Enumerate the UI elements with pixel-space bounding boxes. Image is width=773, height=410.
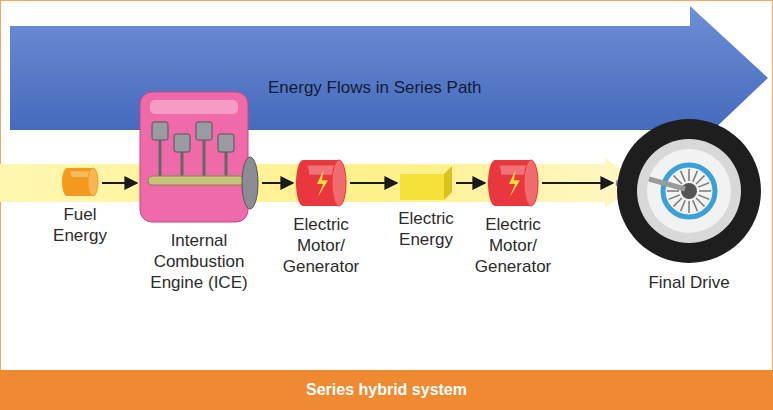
cylinder-end [332,160,346,206]
cylinder-end [62,168,72,196]
figure-caption: Series hybrid system [306,381,467,399]
flow-arrow [102,182,137,184]
box-side [444,166,452,200]
gear-tooth [696,175,704,183]
gear-tooth [673,175,681,183]
flow-arrow [350,182,397,184]
gear-tooth [681,171,686,182]
lightning-symbol [317,170,328,197]
gear-tooth [669,195,680,200]
piston [152,122,168,140]
rim [637,139,741,243]
flow-arrow [542,182,613,184]
gear-tooth [693,200,698,211]
engine-head [150,100,238,114]
band-title: Energy Flows in Series Path [268,78,482,98]
box-front [400,174,444,200]
cylinder-end [488,160,502,206]
cylinder-end [88,168,98,196]
connecting-rod [159,140,162,180]
gear-tooth [667,190,679,192]
fuel-tank: Fuel Energy [62,168,98,196]
rim-inner [647,149,731,233]
component-label: Electric Motor/ Generator [464,214,562,277]
piston [174,134,190,152]
caption-bar: Series hybrid system [0,370,773,410]
component-label: Internal Combustion Engine (ICE) [138,230,260,293]
drive-shaft [649,179,685,189]
engine-block [140,92,248,222]
motor-generator: Electric Motor/ Generator [488,160,538,206]
gear-tooth [696,198,704,206]
gear-tooth [688,201,690,213]
piston [218,134,234,152]
component-label: Electric Motor/ Generator [272,214,370,277]
engine-shape [140,92,258,222]
motor-generator: Electric Motor/ Generator [296,160,346,206]
gear-tooth [693,171,698,182]
wheel-shape [616,118,762,264]
engine-block: Internal Combustion Engine (ICE) [140,92,258,222]
motor-shape [488,160,538,206]
motor-shape [296,160,346,206]
connecting-rod [203,140,206,180]
cylinder-end [296,160,310,206]
gear-tooth [681,200,686,211]
gear-tooth [688,169,690,181]
flow-arrow [262,182,293,184]
component-label: Final Drive [634,272,744,293]
wheel: Final Drive [616,118,762,264]
tire [617,119,761,263]
crankshaft [148,176,244,185]
cylinder-end [524,160,538,206]
hub-ring [663,165,715,217]
gear-tooth [698,183,709,188]
component-label: Electric Energy [385,208,467,250]
component-label: Fuel Energy [39,204,121,246]
gear-tooth [699,190,711,192]
gear-tooth [673,198,681,206]
box-top [400,166,452,174]
box-shape [400,166,452,200]
flywheel [242,157,258,209]
flow-arrow [456,182,485,184]
energy-band [0,158,640,208]
gear-tooth [698,195,709,200]
piston [196,122,212,140]
battery-box: Electric Energy [400,166,452,200]
fuel-shape [62,168,98,196]
frame-border [1,1,773,373]
lightning-symbol [509,170,520,197]
